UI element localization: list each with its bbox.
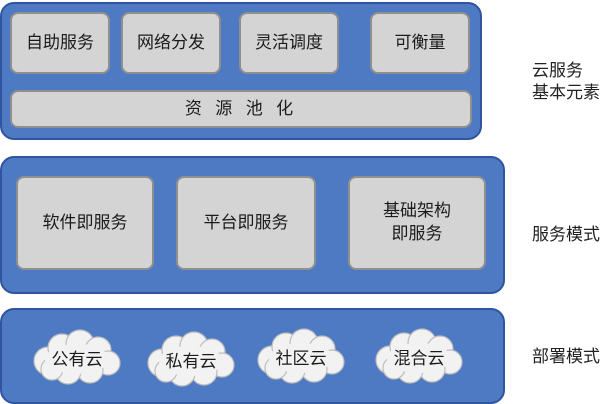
self-service-box: 自助服务	[10, 12, 110, 74]
iaas-box: 基础架构 即服务	[348, 176, 486, 270]
flexible-scheduling-box: 灵活调度	[239, 12, 339, 74]
private-cloud: 私有云	[144, 331, 238, 387]
network-distribution-box: 网络分发	[121, 12, 221, 74]
cloud-icon	[257, 328, 345, 384]
hybrid-cloud-label: 混合云	[393, 348, 445, 369]
service-models-label: 服务模式	[532, 225, 600, 245]
cloud-icon	[375, 328, 463, 384]
public-cloud-label: 公有云	[51, 349, 103, 370]
paas-box: 平台即服务	[176, 176, 316, 270]
cloud-icon	[33, 329, 121, 385]
deployment-models-label: 部署模式	[532, 347, 600, 367]
public-cloud: 公有云	[30, 329, 124, 385]
community-cloud: 社区云	[254, 328, 348, 384]
hybrid-cloud: 混合云	[372, 328, 466, 384]
basic-elements-label: 云服务 基本元素	[532, 61, 600, 104]
cloud-icon	[147, 331, 235, 387]
community-cloud-label: 社区云	[275, 348, 327, 369]
saas-box: 软件即服务	[16, 176, 154, 270]
measurable-box: 可衡量	[370, 12, 470, 74]
resource-pooling-box: 资 源 池 化	[10, 90, 472, 128]
private-cloud-label: 私有云	[165, 351, 217, 372]
